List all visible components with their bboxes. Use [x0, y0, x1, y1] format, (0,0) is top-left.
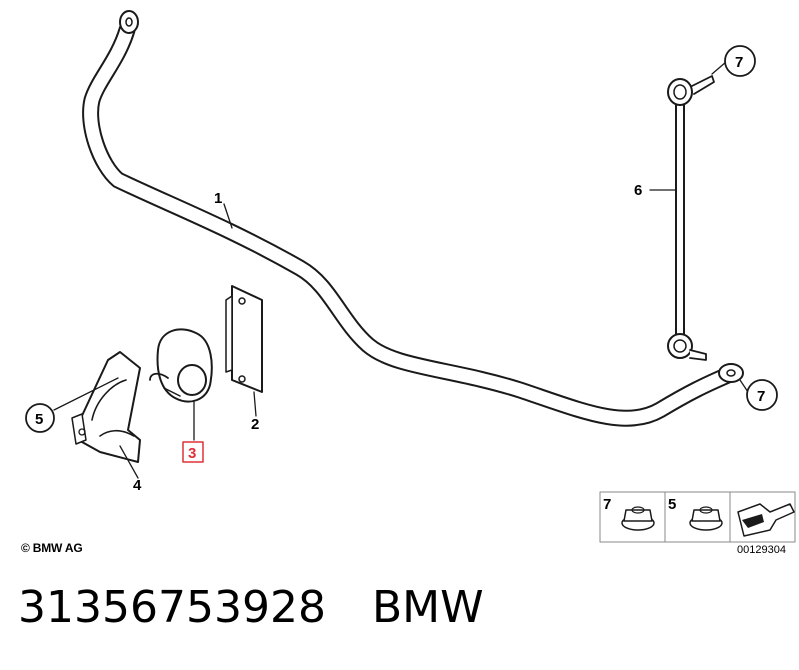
leader-4	[119, 445, 139, 479]
callout-7-bottom: 7	[757, 388, 765, 405]
diagram-code: 00129304	[737, 544, 786, 556]
callout-1: 1	[214, 190, 222, 207]
legend-label-nut-b: 5	[668, 496, 676, 513]
retaining-plate	[225, 285, 263, 393]
callout-circle-7-bottom	[746, 379, 778, 411]
highlight-box-3	[182, 441, 204, 463]
callout-2: 2	[251, 416, 259, 433]
callout-4: 4	[133, 477, 142, 494]
legend-label-nut-a: 7	[603, 496, 611, 513]
callout-circle-5	[25, 403, 55, 433]
hex-nut-icon	[689, 506, 723, 531]
part-number: 31356753928	[18, 582, 326, 633]
parts-diagram: 1 2 3 4 5 6 7 7 7 5 00129304	[25, 10, 796, 556]
callout-6: 6	[634, 182, 642, 199]
callout-circle-7-top	[724, 45, 756, 77]
callout-3: 3	[188, 445, 196, 462]
stabilizer-bar	[82, 10, 744, 427]
leader-2	[253, 391, 257, 417]
brand-name: BMW	[371, 582, 484, 633]
hardware-legend	[599, 491, 796, 543]
leader-7-top	[711, 61, 727, 75]
direction-arrow-icon	[737, 503, 795, 537]
footer-caption: 31356753928 BMW	[18, 582, 484, 633]
flange-nut-icon	[621, 506, 655, 531]
copyright-notice: © BMW AG	[21, 541, 83, 555]
leader-5	[53, 377, 119, 411]
mounting-bracket	[71, 351, 141, 463]
leader-7-bottom	[739, 379, 749, 393]
rubber-bushing	[149, 328, 213, 403]
stabilizer-link	[667, 75, 715, 361]
callout-5: 5	[35, 411, 43, 428]
leader-1	[223, 203, 233, 229]
callout-7-top: 7	[735, 54, 743, 71]
